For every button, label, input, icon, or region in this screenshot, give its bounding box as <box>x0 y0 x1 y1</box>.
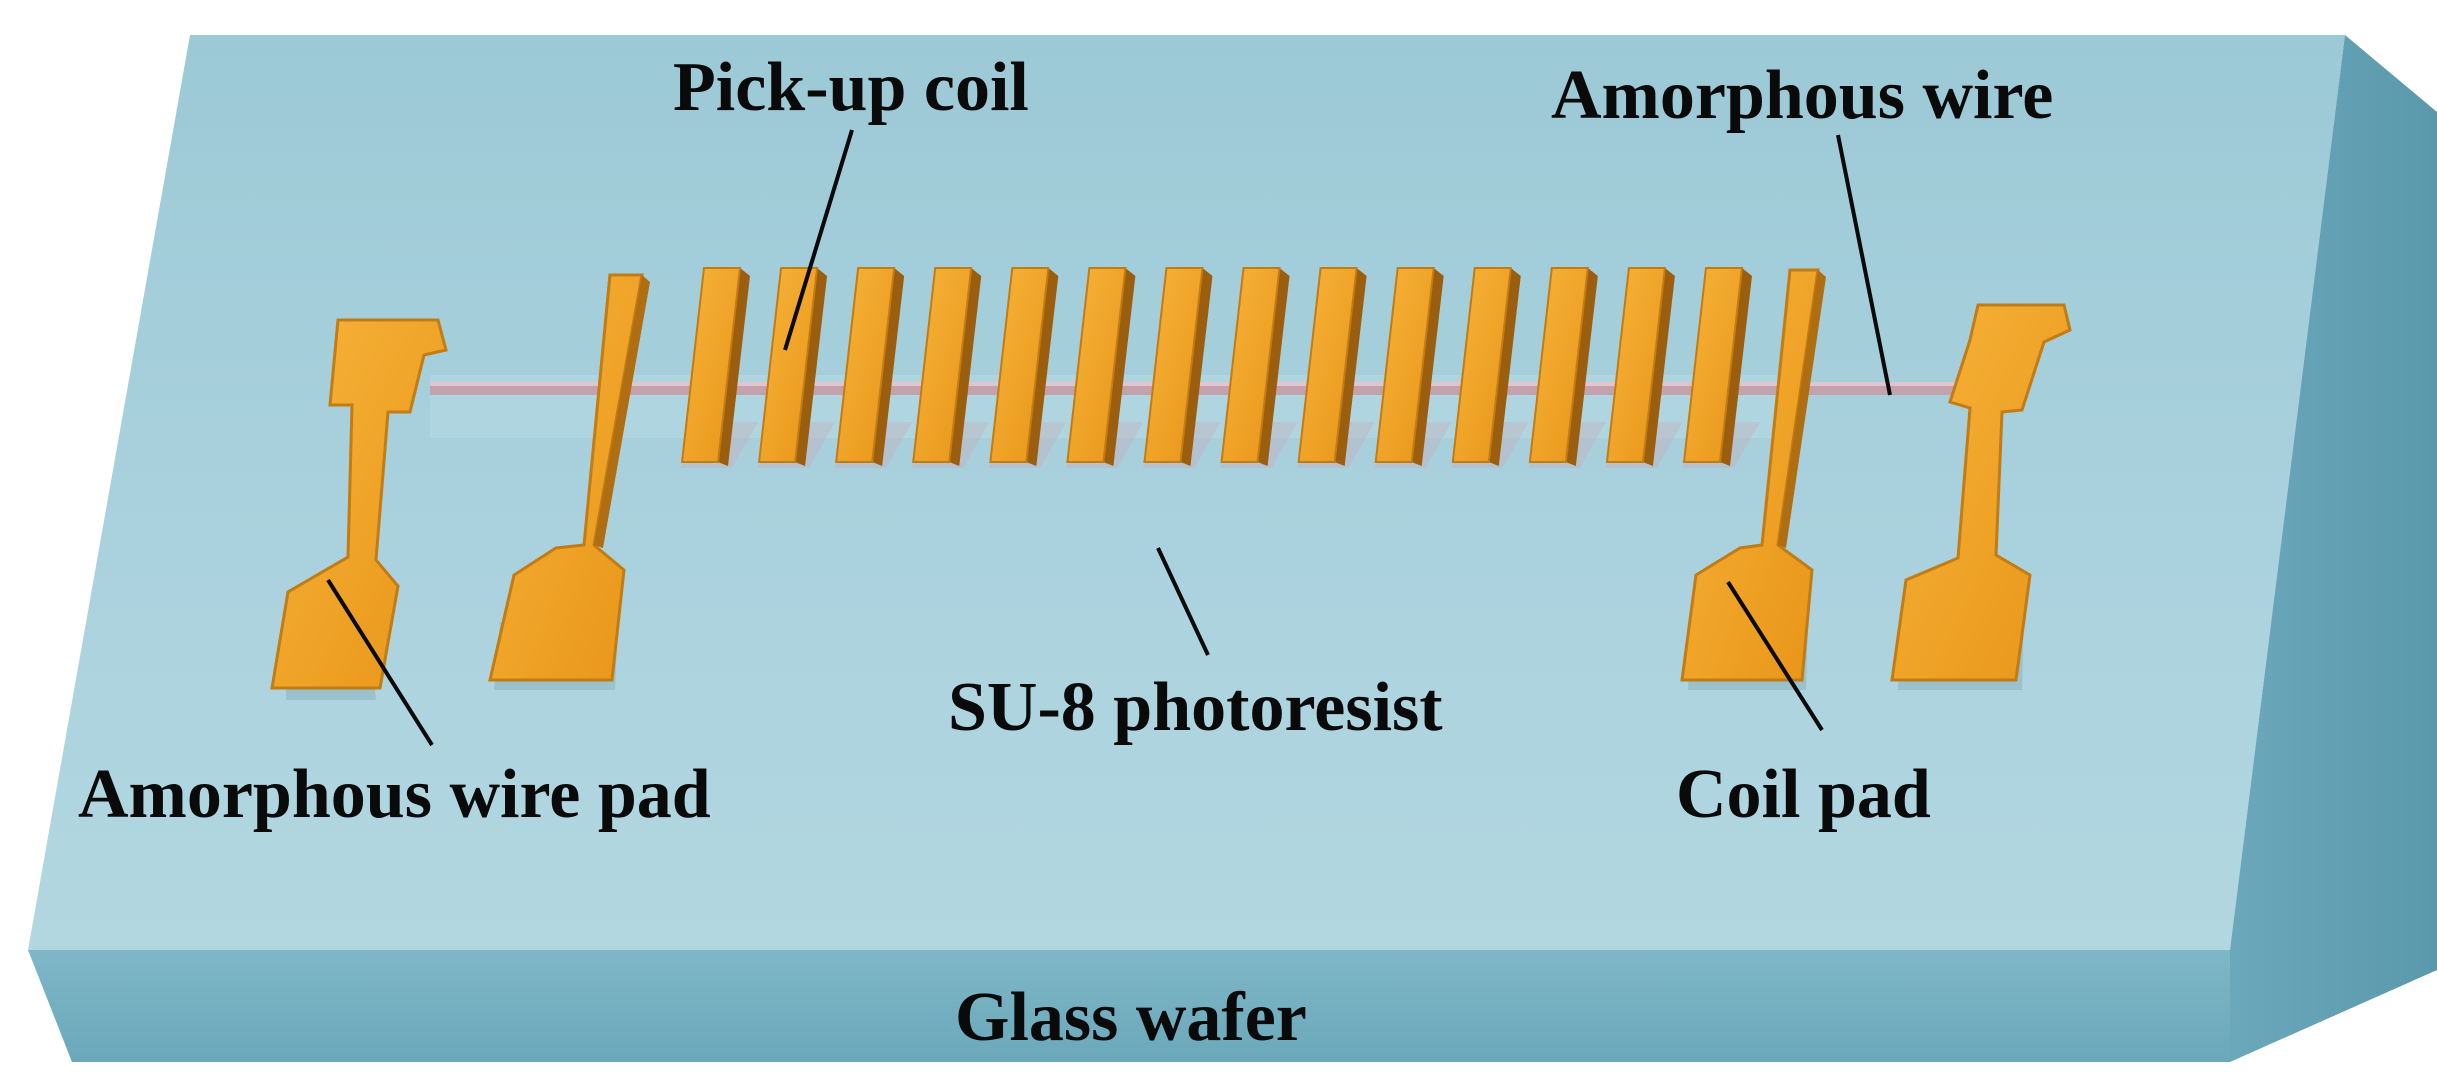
coil-turn-edge <box>718 268 750 466</box>
leader-coil-pad <box>1726 580 1824 732</box>
coil-pad-right <box>1680 268 1826 690</box>
coil-turn-edge <box>1334 268 1367 466</box>
coil-turn-edge <box>1642 268 1675 466</box>
label-su8-photoresist: SU-8 photoresist <box>948 669 1443 746</box>
coil-turn <box>680 267 742 463</box>
glass-wafer <box>28 35 2437 1062</box>
amorphous-wire-pad-right <box>1890 303 2072 690</box>
label-amorphous-wire: Amorphous wire <box>1551 57 2053 134</box>
pad-edge <box>594 275 650 548</box>
pad-shape <box>1890 303 2072 682</box>
label-amorphous-wire-pad: Amorphous wire pad <box>78 756 711 833</box>
leader-amorphous-wire-pad <box>326 578 434 747</box>
coil-turn-edge <box>1257 268 1290 466</box>
pickup-coil <box>680 267 1760 468</box>
pad-shape <box>270 318 448 690</box>
leader-pickup-coil <box>783 129 854 351</box>
labels: Pick-up coil Amorphous wire SU-8 photore… <box>78 49 2053 1056</box>
coil-turn <box>1066 267 1127 463</box>
coil-turn <box>1451 267 1512 463</box>
glass-wafer-side-face <box>2230 35 2437 1062</box>
leader-su8-photoresist <box>1156 547 1210 656</box>
glass-wafer-front-face <box>28 950 2230 1062</box>
amorphous-wire-pad-left <box>270 318 448 700</box>
leader-amorphous-wire <box>1836 134 1892 396</box>
label-coil-pad: Coil pad <box>1676 756 1931 833</box>
coil-turn-edge <box>795 268 828 466</box>
coil-turn-edge <box>1411 268 1444 466</box>
coil-turn-edge <box>1103 268 1136 466</box>
coil-turn-edge <box>1488 268 1521 466</box>
coil-turn-edge <box>1720 268 1752 466</box>
coil-turn-edge <box>1026 268 1059 466</box>
coil-turn-edge <box>1565 268 1598 466</box>
coil-turn <box>989 267 1050 463</box>
coil-turn <box>1682 267 1744 463</box>
label-pickup-coil: Pick-up coil <box>673 49 1029 126</box>
leader-lines <box>326 129 1892 747</box>
coil-turn <box>1143 267 1204 463</box>
coil-turn <box>1605 267 1667 463</box>
coil-turn <box>835 267 896 463</box>
label-glass-wafer: Glass wafer <box>955 979 1307 1056</box>
coil-turn <box>1220 267 1281 463</box>
coil-turn-edge <box>872 268 905 466</box>
coil-turn <box>757 267 819 463</box>
coil-turn <box>1528 267 1589 463</box>
coil-turn <box>912 267 973 463</box>
coil-turn-edge <box>949 268 982 466</box>
pad-edge <box>1778 270 1826 548</box>
glass-wafer-top-face <box>28 35 2345 950</box>
coil-turn-edge <box>1180 268 1213 466</box>
amorphous-wire-highlight <box>430 382 1970 386</box>
coil-turn <box>1297 267 1358 463</box>
coil-turn <box>1374 267 1435 463</box>
coil-pad-left <box>488 273 650 690</box>
